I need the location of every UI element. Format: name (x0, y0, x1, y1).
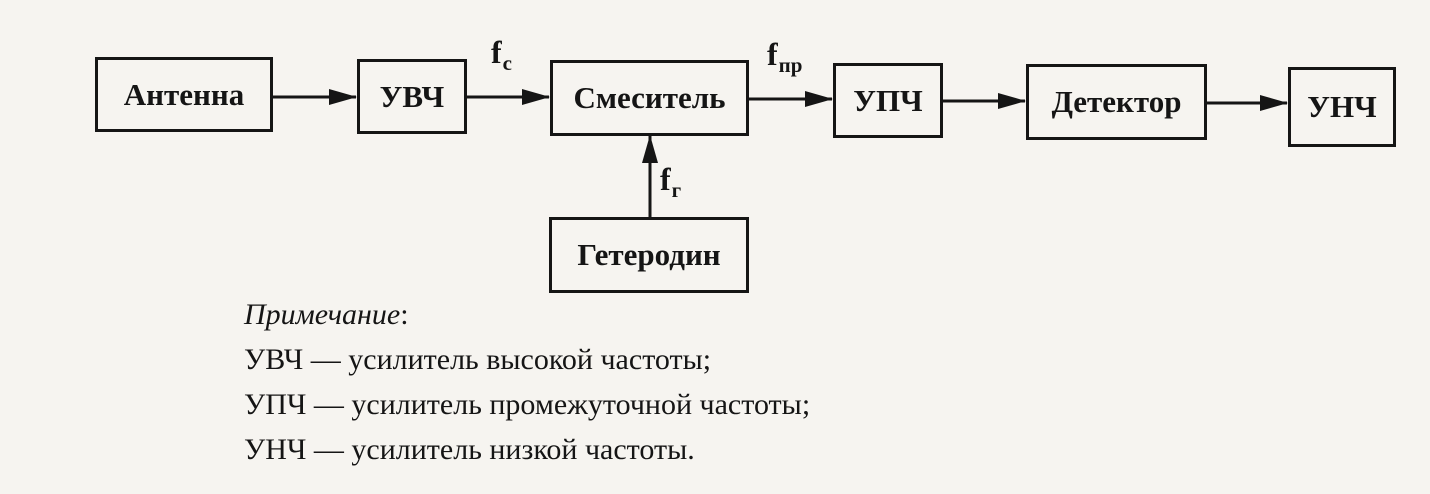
signal-frequency-subscript: c (502, 51, 512, 75)
oscillator-frequency-subscript: г (671, 178, 682, 202)
intermediate-frequency-subscript: пр (778, 53, 803, 77)
rf-amplifier-block: УВЧ (357, 59, 467, 134)
detector-block: Детектор (1026, 64, 1207, 140)
local-oscillator-block: Гетеродин (549, 217, 749, 293)
antenna-block: Антенна (95, 57, 273, 132)
af-amplifier-block: УНЧ (1288, 67, 1396, 147)
signal-frequency-symbol: f (491, 34, 502, 70)
note-line-if-amp: УПЧ — усилитель промежуточной частоты; (244, 388, 811, 421)
note-line-af-amp: УНЧ — усилитель низкой частоты. (244, 433, 695, 466)
if-amplifier-block: УПЧ (833, 63, 943, 138)
legend-note: Примечание: УВЧ — усилитель высокой част… (244, 292, 810, 472)
note-title-colon: : (400, 298, 409, 331)
note-heading: Примечание: (244, 292, 810, 337)
oscillator-frequency-symbol: f (660, 161, 671, 197)
note-line-rf-amp: УВЧ — усилитель высокой частоты; (244, 343, 712, 376)
intermediate-frequency-symbol: f (767, 36, 778, 72)
intermediate-frequency-label: fпр (767, 38, 802, 76)
signal-frequency-label: fc (491, 36, 512, 74)
mixer-block: Смеситель (550, 60, 749, 136)
oscillator-frequency-label: fг (660, 163, 681, 201)
note-title: Примечание (244, 298, 401, 331)
